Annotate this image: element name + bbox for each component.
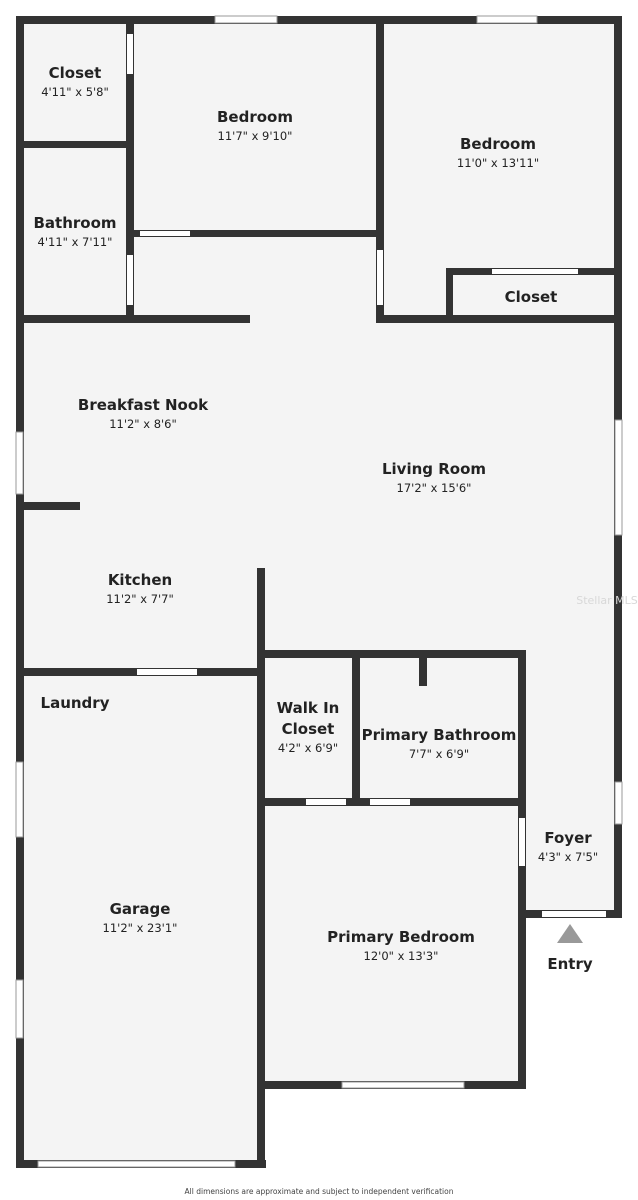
primary-bathroom-name: Primary Bathroom	[362, 726, 517, 744]
wall-left	[16, 16, 24, 1168]
wall-primary-bedroom-right	[518, 650, 526, 1089]
walk-in-closet-name-line1: Walk In	[277, 699, 340, 717]
garage-name: Garage	[110, 900, 171, 918]
foyer-name: Foyer	[544, 829, 592, 847]
bedroom-2-name: Bedroom	[460, 135, 536, 153]
openings	[15, 15, 623, 1168]
walk-in-closet-name-line2: Closet	[282, 720, 335, 738]
door-primary-bathroom	[370, 799, 410, 805]
bedroom-2-dims: 11'0" x 13'11"	[457, 156, 539, 170]
room-labels: Closet 4'11" x 5'8" Bedroom 11'7" x 9'10…	[33, 64, 598, 973]
floor-garage	[22, 672, 262, 1164]
breakfast-nook-dims: 11'2" x 8'6"	[109, 417, 177, 431]
walk-in-closet-dims: 4'2" x 6'9"	[278, 741, 338, 755]
wall-bedrooms-divider	[376, 22, 384, 322]
wall-bath-bottom	[22, 315, 250, 323]
primary-bathroom-dims: 7'7" x 6'9"	[409, 747, 469, 761]
wall-suite-top	[262, 650, 526, 658]
closet-1-dims: 4'11" x 5'8"	[41, 85, 109, 99]
wall-garage-right	[257, 568, 265, 1168]
door-bedroom1	[140, 231, 190, 236]
kitchen-name: Kitchen	[108, 571, 172, 589]
wall-closet-bath-right	[126, 22, 134, 322]
window-garage-bottom	[37, 1160, 236, 1168]
closet-1-name: Closet	[49, 64, 102, 82]
wall-nook-stub	[22, 502, 80, 510]
primary-bedroom-name: Primary Bedroom	[327, 928, 475, 946]
wall-walkin-right	[352, 650, 360, 806]
door-walk-in-closet	[306, 799, 346, 805]
door-bedroom2	[377, 250, 383, 305]
window-bedroom1-top	[214, 15, 278, 24]
door-laundry	[137, 669, 197, 675]
window-primary-bedroom-bottom	[341, 1081, 465, 1089]
wall-closet2-left	[446, 268, 453, 323]
window-garage-left-1	[15, 761, 24, 838]
wall-closet-bath-divider	[22, 141, 130, 148]
room-floors	[22, 22, 617, 1164]
watermark: Stellar MLS	[576, 594, 638, 607]
wall-bedroom1-bottom	[134, 230, 380, 237]
window-bedroom2-top	[476, 15, 538, 24]
wall-top	[16, 16, 622, 24]
door-primary-bedroom	[519, 818, 525, 866]
bedroom-1-name: Bedroom	[217, 108, 293, 126]
window-living-right	[614, 419, 623, 536]
floor-primary-bedroom	[262, 800, 522, 1085]
entry-arrow-icon	[557, 924, 583, 943]
laundry-name: Laundry	[41, 694, 110, 712]
garage-dims: 11'2" x 23'1"	[103, 921, 178, 935]
door-bathroom	[127, 255, 133, 305]
door-closet1	[127, 34, 133, 74]
footer-disclaimer: All dimensions are approximate and subje…	[185, 1187, 454, 1196]
window-nook-left	[15, 431, 24, 495]
primary-bedroom-dims: 12'0" x 13'3"	[364, 949, 439, 963]
bathroom-dims: 4'11" x 7'11"	[38, 235, 113, 249]
wall-bedroom2-bottom	[376, 315, 622, 323]
bathroom-name: Bathroom	[33, 214, 116, 232]
closet-2-name: Closet	[505, 288, 558, 306]
foyer-dims: 4'3" x 7'5"	[538, 850, 598, 864]
entry-label: Entry	[547, 955, 592, 973]
living-room-dims: 17'2" x 15'6"	[397, 481, 472, 495]
bedroom-1-dims: 11'7" x 9'10"	[218, 129, 293, 143]
kitchen-dims: 11'2" x 7'7"	[106, 592, 174, 606]
wall-bath-stub	[419, 650, 427, 686]
window-garage-left-2	[15, 979, 24, 1039]
living-room-name: Living Room	[382, 460, 486, 478]
door-front-entry	[542, 911, 606, 917]
breakfast-nook-name: Breakfast Nook	[78, 396, 209, 414]
window-foyer-right	[614, 781, 623, 825]
door-closet2	[492, 269, 578, 274]
